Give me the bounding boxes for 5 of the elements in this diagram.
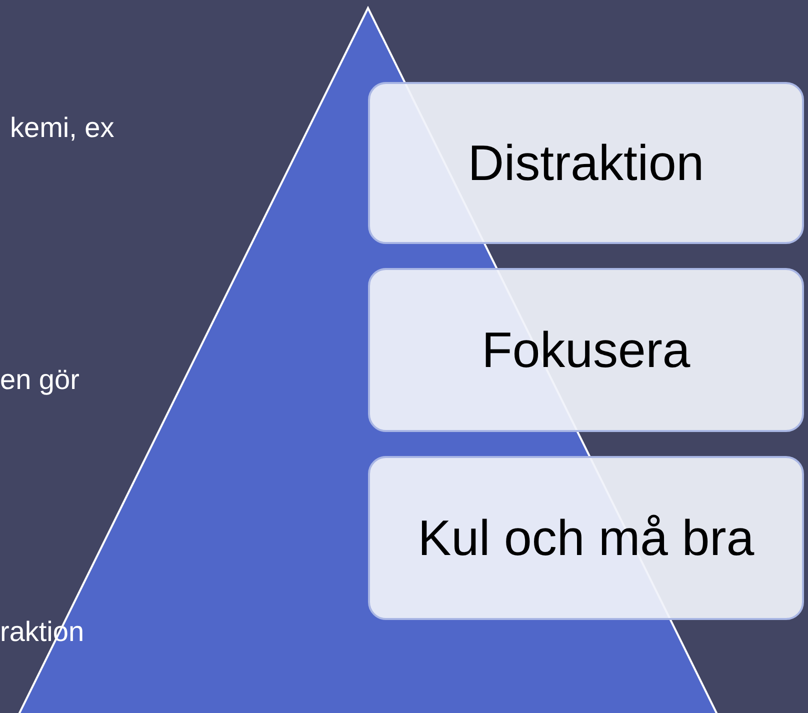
text-fragment: en gör bbox=[0, 364, 80, 396]
text-box: Kul och må bra bbox=[368, 456, 804, 620]
text-box: Distraktion bbox=[368, 82, 804, 244]
text-fragment: kemi, ex bbox=[10, 112, 114, 144]
text-box: Fokusera bbox=[368, 268, 804, 432]
